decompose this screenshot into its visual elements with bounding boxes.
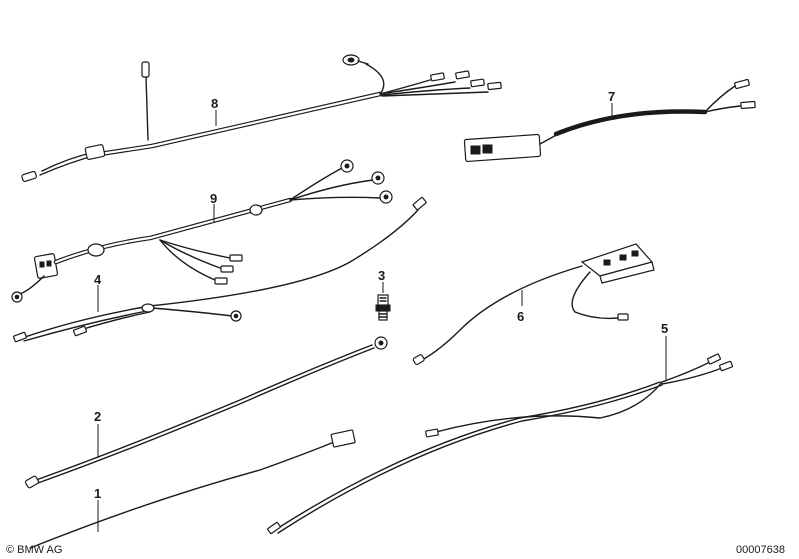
callout-3: 3 (378, 268, 385, 283)
harness-9[interactable] (11, 159, 393, 303)
harness-5[interactable] (267, 336, 733, 535)
callout-7: 7 (608, 89, 615, 104)
diagram-number: 00007638 (736, 544, 785, 556)
wire-1[interactable] (29, 429, 356, 549)
callout-5: 5 (661, 321, 668, 336)
copyright-text: © BMW AG (6, 544, 62, 556)
callout-6: 6 (517, 309, 524, 324)
callout-9: 9 (210, 191, 217, 206)
callout-2: 2 (94, 409, 101, 424)
harness-6[interactable] (412, 243, 655, 365)
bolt-3[interactable] (375, 282, 391, 321)
wire-2[interactable] (24, 336, 388, 489)
harness-7[interactable] (463, 78, 756, 163)
callout-1: 1 (94, 486, 101, 501)
callout-8: 8 (211, 96, 218, 111)
harness-8[interactable] (21, 54, 502, 183)
harness-4[interactable] (13, 196, 427, 343)
callout-4: 4 (94, 272, 102, 287)
